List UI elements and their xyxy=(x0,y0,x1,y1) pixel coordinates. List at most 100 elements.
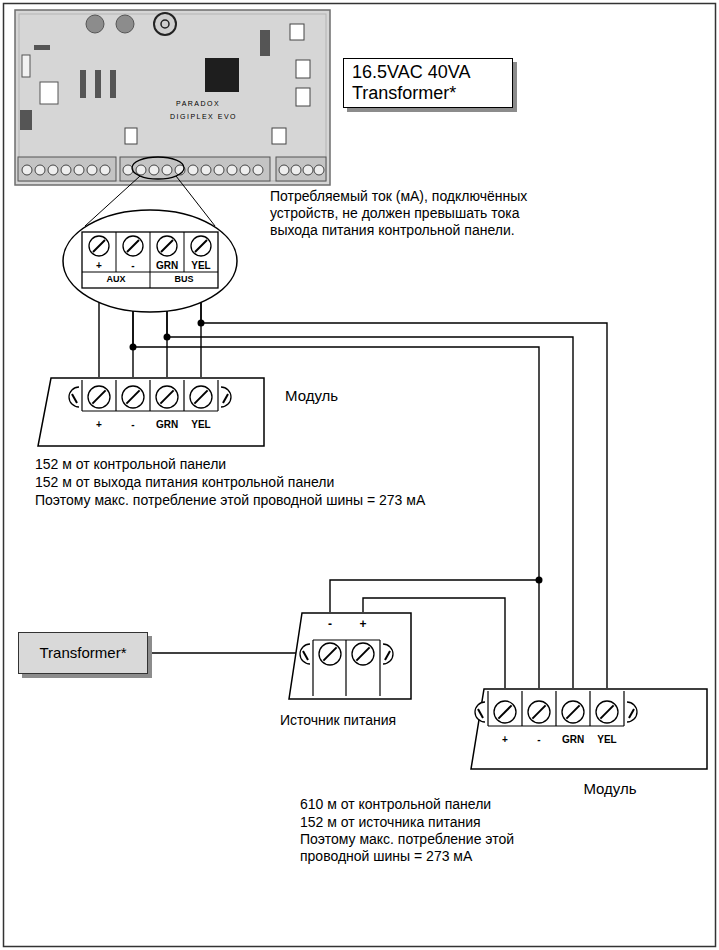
module-heading: Модуль xyxy=(285,387,365,405)
node-text: 16.5VAC 40VA Transformer* xyxy=(352,62,504,104)
screw-slot xyxy=(629,709,634,718)
wire xyxy=(98,302,99,377)
board-screw xyxy=(314,165,324,175)
note: Поэтому макс. потребление этой проводной… xyxy=(300,831,540,865)
wire-junction xyxy=(130,344,137,351)
node-outline xyxy=(288,612,412,700)
board-connector xyxy=(296,60,310,78)
cell-divider xyxy=(81,380,82,411)
board-screw xyxy=(188,165,198,175)
node-outline xyxy=(62,209,238,313)
board-screw xyxy=(201,165,211,175)
terminal-magnifier: +-GRNYELAUXBUS xyxy=(62,209,238,313)
screw-slot xyxy=(356,647,369,660)
pin-name: - xyxy=(522,734,556,746)
power-supply-heading: Источник питания xyxy=(258,712,418,729)
board-screw xyxy=(240,165,250,175)
note: 152 м от выхода питания контрольной пане… xyxy=(35,473,334,491)
board-screw xyxy=(291,165,301,175)
cell-divider xyxy=(589,691,590,726)
note: 152 м от контрольной панели xyxy=(35,455,226,473)
board-battery xyxy=(154,13,176,35)
board-jumper xyxy=(40,82,58,104)
screw xyxy=(319,643,341,665)
pin-name: + xyxy=(82,419,116,431)
board-led xyxy=(116,15,134,33)
wire-connector xyxy=(99,302,201,377)
screw-slot xyxy=(195,240,207,252)
board-screw xyxy=(123,165,133,175)
wire-junction xyxy=(164,334,171,341)
terminal-block-outline xyxy=(289,613,411,699)
board-component xyxy=(22,55,30,77)
pin-name: - xyxy=(116,260,150,272)
screw-slot xyxy=(92,390,105,403)
board-chip xyxy=(205,58,239,92)
screw-slot xyxy=(323,647,336,660)
node-text: Transformer* xyxy=(23,644,143,662)
board-screws xyxy=(22,165,324,175)
terminal-group-name: BUS xyxy=(150,274,218,285)
pin-name: YEL xyxy=(184,419,218,431)
wire-junction xyxy=(536,577,543,584)
magnifier-outline xyxy=(63,210,237,312)
screw-slot xyxy=(194,390,207,403)
partial-screw xyxy=(475,702,485,722)
board-connector xyxy=(296,88,310,106)
board-component xyxy=(20,110,32,130)
board-connector xyxy=(290,24,304,40)
screw xyxy=(122,386,144,408)
pin-name: GRN xyxy=(150,419,184,431)
screw-slot xyxy=(161,240,173,252)
screw xyxy=(157,236,177,256)
cell-divider xyxy=(184,232,185,272)
module-terminal-block: Модуль+-GRNYEL xyxy=(37,377,265,447)
board-led xyxy=(86,15,104,33)
wire-connector xyxy=(148,653,296,654)
note: Поэтому макс. потребление этой проводной… xyxy=(35,491,425,509)
board-screw xyxy=(136,165,146,175)
screw-slot xyxy=(160,390,173,403)
screw xyxy=(190,386,212,408)
wire xyxy=(148,652,296,653)
module-heading: Модуль xyxy=(565,780,655,798)
board-body xyxy=(15,10,330,185)
terminal-block-outline xyxy=(38,378,264,446)
board-terminal-strip xyxy=(18,157,116,181)
pin-name: + xyxy=(488,734,522,746)
pin-name: - xyxy=(313,617,347,631)
screw-slot xyxy=(127,240,139,252)
screw xyxy=(494,701,516,723)
partial-screw xyxy=(627,702,637,722)
board-screw xyxy=(74,165,84,175)
screw-slot xyxy=(126,390,139,403)
power-supply-terminal: Источник питания-+ xyxy=(288,612,412,700)
screw xyxy=(89,236,109,256)
board-screw xyxy=(48,165,58,175)
model-name: DIGIPLEX EVO xyxy=(170,112,237,121)
note: 610 м от контрольной панели xyxy=(300,795,491,813)
board-screw xyxy=(227,165,237,175)
board-screw xyxy=(253,165,263,175)
board-connector xyxy=(125,128,137,144)
control-panel-board xyxy=(15,10,330,185)
cell-divider xyxy=(379,640,380,696)
board-component xyxy=(80,70,86,98)
cell-divider xyxy=(149,380,150,411)
terminal-highlight xyxy=(132,157,184,179)
board-terminal-strip xyxy=(120,157,270,181)
board-screw xyxy=(162,165,172,175)
transformer-box: 16.5VAC 40VA Transformer* xyxy=(343,58,513,108)
board-battery-core xyxy=(161,20,169,28)
cell-divider xyxy=(217,380,218,411)
screw xyxy=(156,386,178,408)
cell-divider xyxy=(313,639,380,640)
screw-slot xyxy=(532,705,545,718)
screw xyxy=(528,701,550,723)
board-screw xyxy=(303,165,313,175)
node-outline xyxy=(470,688,708,770)
screw xyxy=(88,386,110,408)
board-component xyxy=(110,70,116,98)
board-screw xyxy=(214,165,224,175)
board-edge xyxy=(19,14,326,181)
